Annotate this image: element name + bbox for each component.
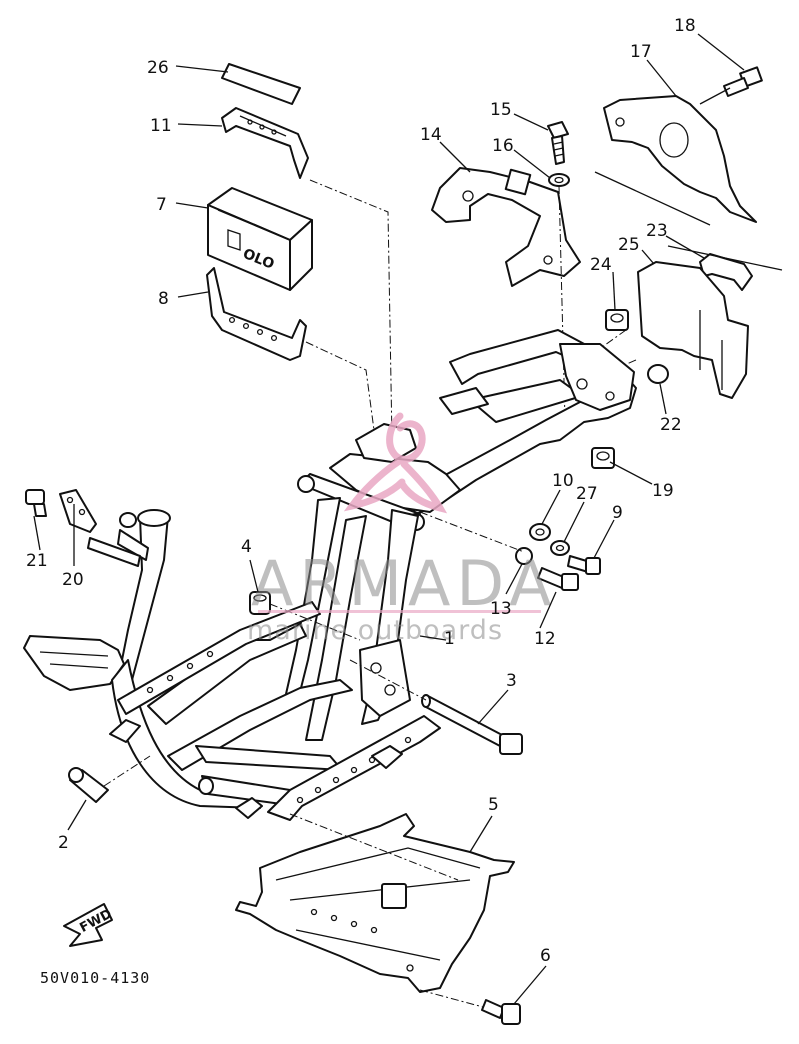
part-14-seat-bracket xyxy=(431,167,581,287)
watermark: ARMADA marine outboards xyxy=(247,412,557,646)
part-11-bracket xyxy=(221,107,309,179)
part-13-washer xyxy=(515,547,533,565)
callout-17: 17 xyxy=(630,42,652,62)
callout-11: 11 xyxy=(150,116,172,136)
callout-16: 16 xyxy=(492,136,514,156)
part-19-nut xyxy=(591,447,615,469)
callout-13: 13 xyxy=(490,599,512,619)
watermark-tagline: marine outboards xyxy=(247,615,503,646)
part-18-bolt xyxy=(723,66,763,97)
watermark-brand: ARMADA xyxy=(251,547,557,620)
callout-4: 4 xyxy=(241,537,252,557)
callout-24: 24 xyxy=(590,255,612,275)
callout-15: 15 xyxy=(490,100,512,120)
callout-18: 18 xyxy=(674,16,696,36)
callout-7: 7 xyxy=(156,195,167,215)
part-16-washer xyxy=(548,173,570,187)
callout-5: 5 xyxy=(488,795,499,815)
part-6-bolt xyxy=(481,999,521,1025)
callout-1: 1 xyxy=(444,629,455,649)
callout-8: 8 xyxy=(158,289,169,309)
part-17-bracket-cover xyxy=(603,95,757,223)
main-frame xyxy=(23,329,637,821)
part-9-bolt xyxy=(567,555,601,575)
fwd-arrow-icon: FWD xyxy=(63,903,115,947)
part-26-cover-plate xyxy=(221,63,301,105)
callout-27: 27 xyxy=(576,484,598,504)
part-10-collar xyxy=(529,523,551,541)
callout-9: 9 xyxy=(612,503,623,523)
part-5-undercover xyxy=(235,813,515,993)
part-8-battery-band xyxy=(206,267,307,361)
callout-6: 6 xyxy=(540,946,551,966)
part-4-collar xyxy=(249,591,271,615)
part-3-long-bolt xyxy=(421,694,523,755)
part-27-washer xyxy=(550,540,570,556)
part-2-collar xyxy=(68,767,109,803)
part-15-bolt xyxy=(547,121,569,165)
callout-25: 25 xyxy=(618,235,640,255)
watermark-logo-icon xyxy=(343,412,448,514)
callout-26: 26 xyxy=(147,58,169,78)
callout-numbers: 26 11 7 8 14 15 16 17 18 23 25 24 22 19 … xyxy=(26,16,696,966)
callout-3: 3 xyxy=(506,671,517,691)
part-20-nut xyxy=(119,512,137,528)
part-25-panel xyxy=(637,261,749,399)
callout-22: 22 xyxy=(660,415,682,435)
part-21-bolt xyxy=(25,489,47,517)
part-7-battery-box: OLO xyxy=(207,187,313,291)
part-12-bolt xyxy=(537,567,579,591)
drawing-code: 50V010-4130 xyxy=(40,969,150,987)
part-24-nut xyxy=(605,309,629,331)
callout-20: 20 xyxy=(62,570,84,590)
callout-14: 14 xyxy=(420,125,442,145)
callout-2: 2 xyxy=(58,833,69,853)
part-22-cap xyxy=(647,364,669,384)
callout-21: 21 xyxy=(26,551,48,571)
callout-19: 19 xyxy=(652,481,674,501)
part-20-plate xyxy=(59,489,97,533)
callout-10: 10 xyxy=(552,471,574,491)
callout-23: 23 xyxy=(646,221,668,241)
callout-leaders xyxy=(33,33,745,1005)
callout-12: 12 xyxy=(534,629,556,649)
